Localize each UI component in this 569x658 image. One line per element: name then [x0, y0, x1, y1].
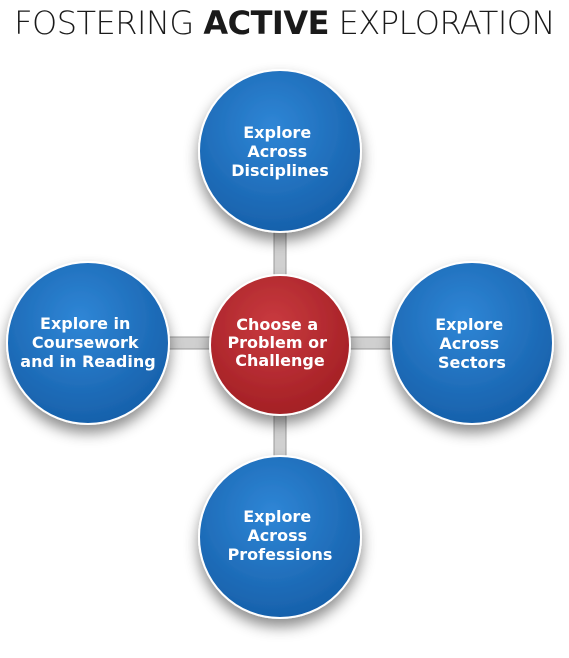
title-part-3: EXPLORATION	[338, 4, 556, 42]
center-line-1: Choose a	[236, 315, 318, 334]
node-top-line-1: Explore	[243, 123, 311, 142]
node-right-line-1: Explore	[435, 315, 503, 334]
node-top-line-2: Across	[247, 142, 307, 161]
svg-text:Explore Across Dis: Explore Across Disciplines	[231, 123, 328, 180]
node-left-line-1: Explore in	[40, 314, 130, 333]
svg-text:Choose a Problem or: Choose a Problem or Challenge	[227, 315, 332, 370]
node-bottom-line-1: Explore	[243, 507, 311, 526]
title-part-2: ACTIVE	[203, 4, 329, 42]
svg-text:Explore Across Pro: Explore Across Professions	[228, 507, 333, 564]
svg-text:Explore in Coursework: Explore in Coursework and in Reading	[20, 314, 155, 371]
node-right-line-2: Across	[439, 334, 499, 353]
node-left-line-3: and in Reading	[20, 352, 155, 371]
node-bottom-line-2: Across	[247, 526, 307, 545]
center-line-3: Challenge	[235, 351, 325, 370]
center-line-2: Problem or	[227, 333, 327, 352]
node-top-line-3: Disciplines	[231, 161, 328, 180]
node-bottom-line-3: Professions	[228, 545, 333, 564]
node-explore-across-sectors: Explore Across Sectors	[390, 261, 554, 425]
node-explore-across-disciplines: Explore Across Disciplines	[198, 69, 362, 233]
node-explore-across-professions: Explore Across Professions	[198, 455, 362, 619]
page-title: FOSTERING ACTIVE EXPLORATION	[0, 4, 569, 42]
node-left-line-2: Coursework	[32, 333, 139, 352]
connectors	[161, 227, 401, 463]
title-part-1: FOSTERING	[14, 4, 194, 42]
node-explore-in-coursework: Explore in Coursework and in Reading	[6, 261, 170, 425]
node-right-line-3: Sectors	[438, 353, 506, 372]
node-choose-a-problem: Choose a Problem or Challenge	[209, 274, 351, 416]
svg-text:Explore Across Sec: Explore Across Sectors	[435, 315, 509, 372]
